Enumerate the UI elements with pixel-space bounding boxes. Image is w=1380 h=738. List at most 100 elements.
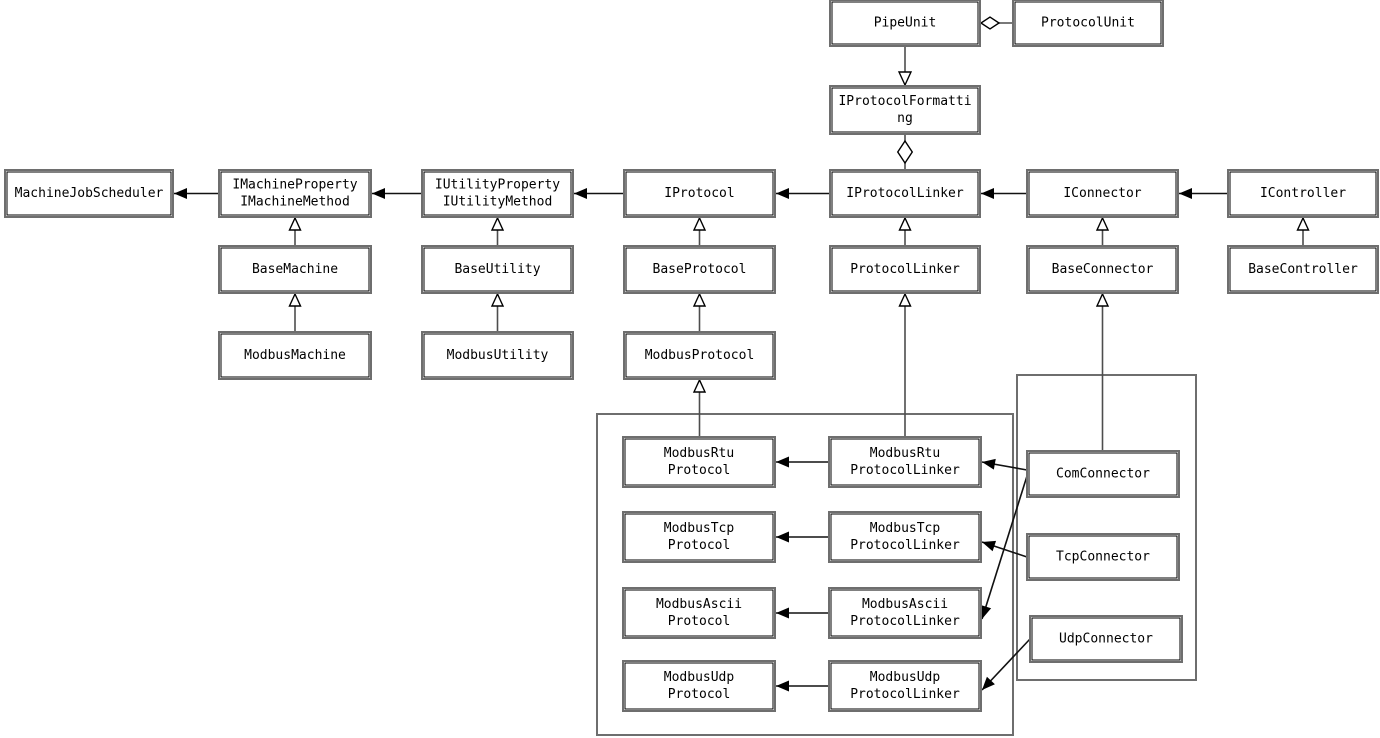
class-node-icontroller[interactable]: IController bbox=[1227, 169, 1379, 218]
class-box[interactable] bbox=[829, 245, 981, 294]
class-node-protocol-linker[interactable]: ProtocolLinker bbox=[829, 245, 981, 294]
class-node-com-connector[interactable]: ComConnector bbox=[1026, 450, 1180, 498]
class-box[interactable] bbox=[421, 331, 574, 380]
class-box[interactable] bbox=[623, 169, 776, 218]
class-node-base-protocol[interactable]: BaseProtocol bbox=[623, 245, 776, 294]
class-node-pipe-unit[interactable]: PipeUnit bbox=[829, 0, 981, 47]
class-box[interactable] bbox=[218, 169, 372, 218]
class-name-label: IConnector bbox=[1063, 186, 1141, 201]
class-name-label: ModbusTcp bbox=[870, 521, 941, 536]
class-box[interactable] bbox=[1026, 169, 1179, 218]
class-box[interactable] bbox=[623, 245, 776, 294]
class-box[interactable] bbox=[622, 436, 776, 488]
class-node-modbus-utility[interactable]: ModbusUtility bbox=[421, 331, 574, 380]
class-box-inner-border bbox=[830, 589, 980, 637]
class-box[interactable] bbox=[828, 436, 982, 488]
class-box[interactable] bbox=[1227, 169, 1379, 218]
class-box-inner-border bbox=[1028, 247, 1177, 292]
class-box-inner-border bbox=[831, 1, 979, 45]
class-box[interactable] bbox=[421, 169, 574, 218]
class-box-inner-border bbox=[831, 247, 979, 292]
edge-line bbox=[981, 475, 1028, 620]
class-box-inner-border bbox=[831, 171, 979, 216]
solid-arrowhead-icon bbox=[574, 188, 587, 199]
generalization-triangle-icon bbox=[490, 292, 505, 307]
class-box[interactable] bbox=[1026, 245, 1179, 294]
class-box[interactable] bbox=[622, 587, 776, 639]
aggregation-diamond-icon bbox=[979, 16, 1001, 30]
class-node-iprotocol-linker[interactable]: IProtocolLinker bbox=[829, 169, 981, 218]
class-box[interactable] bbox=[421, 245, 574, 294]
class-name-label: IProtocolFormatti bbox=[838, 94, 971, 109]
edge-iconnector-to-iprotocollinker bbox=[980, 188, 1027, 199]
class-box-inner-border bbox=[1028, 452, 1178, 496]
class-node-udp-connector[interactable]: UdpConnector bbox=[1029, 615, 1183, 663]
class-node-modbus-protocol[interactable]: ModbusProtocol bbox=[623, 331, 776, 380]
edge-comconnector-to-modbusrtulinker bbox=[981, 458, 1028, 471]
class-box[interactable] bbox=[622, 511, 776, 563]
class-box[interactable] bbox=[829, 0, 981, 47]
generalization-triangle-icon bbox=[897, 71, 913, 87]
solid-arrowhead-icon bbox=[372, 188, 385, 199]
class-node-base-controller[interactable]: BaseController bbox=[1227, 245, 1379, 294]
class-box[interactable] bbox=[4, 169, 174, 218]
class-box-inner-border bbox=[625, 247, 774, 292]
class-box[interactable] bbox=[829, 85, 981, 135]
edge-baseutility-implements-iutilityproperty bbox=[490, 216, 505, 246]
class-node-protocol-unit[interactable]: ProtocolUnit bbox=[1012, 0, 1164, 47]
class-name-label: IMachineProperty bbox=[232, 178, 357, 193]
class-box[interactable] bbox=[1029, 615, 1183, 663]
class-node-base-utility[interactable]: BaseUtility bbox=[421, 245, 574, 294]
class-box[interactable] bbox=[828, 511, 982, 563]
class-node-base-machine[interactable]: BaseMachine bbox=[218, 245, 372, 294]
class-box[interactable] bbox=[218, 245, 372, 294]
class-box[interactable] bbox=[623, 331, 776, 380]
class-node-base-connector[interactable]: BaseConnector bbox=[1026, 245, 1179, 294]
class-box[interactable] bbox=[829, 169, 981, 218]
class-name-label: ModbusUtility bbox=[447, 348, 549, 363]
class-box[interactable] bbox=[1026, 450, 1180, 498]
edge-modbusasciilinker-to-modbusasciiprotocol bbox=[775, 607, 829, 619]
class-name-label: ModbusAscii bbox=[862, 597, 948, 612]
class-node-modbus-machine[interactable]: ModbusMachine bbox=[218, 331, 372, 380]
class-node-iprotocol[interactable]: IProtocol bbox=[623, 169, 776, 218]
class-name-label: BaseConnector bbox=[1052, 262, 1154, 277]
class-box[interactable] bbox=[828, 587, 982, 639]
class-box[interactable] bbox=[218, 331, 372, 380]
edge-protocolunit-aggregates-pipeunit bbox=[979, 16, 1013, 30]
class-name-label: Protocol bbox=[668, 538, 731, 553]
edge-udpconnector-to-modbusudplinker bbox=[981, 638, 1031, 691]
class-box[interactable] bbox=[1227, 245, 1379, 294]
class-name-label: ProtocolUnit bbox=[1041, 16, 1135, 31]
class-box[interactable] bbox=[622, 660, 776, 712]
class-box[interactable] bbox=[1012, 0, 1164, 47]
class-node-iconnector[interactable]: IConnector bbox=[1026, 169, 1179, 218]
class-box-inner-border bbox=[1028, 535, 1178, 579]
class-box-inner-border bbox=[1229, 171, 1377, 216]
class-box-inner-border bbox=[1014, 1, 1162, 45]
class-node-tcp-connector[interactable]: TcpConnector bbox=[1026, 533, 1180, 581]
class-box[interactable] bbox=[828, 660, 982, 712]
solid-arrowhead-icon bbox=[981, 188, 994, 199]
solid-arrowhead-icon bbox=[776, 607, 789, 619]
class-node-machine-job-scheduler[interactable]: MachineJobScheduler bbox=[4, 169, 174, 218]
class-box-inner-border bbox=[220, 171, 370, 216]
edge-modbusrtulinker-to-modbusrtuprotocol bbox=[775, 456, 829, 468]
edge-basemachine-implements-imachineproperty bbox=[288, 216, 302, 246]
edge-pipeunit-realizes-iprotocolformatting bbox=[897, 46, 913, 87]
class-box-inner-border bbox=[625, 171, 774, 216]
edge-modbusutility-extends-baseutility bbox=[490, 292, 505, 332]
class-box[interactable] bbox=[1026, 533, 1180, 581]
class-name-label: ModbusProtocol bbox=[645, 348, 755, 363]
